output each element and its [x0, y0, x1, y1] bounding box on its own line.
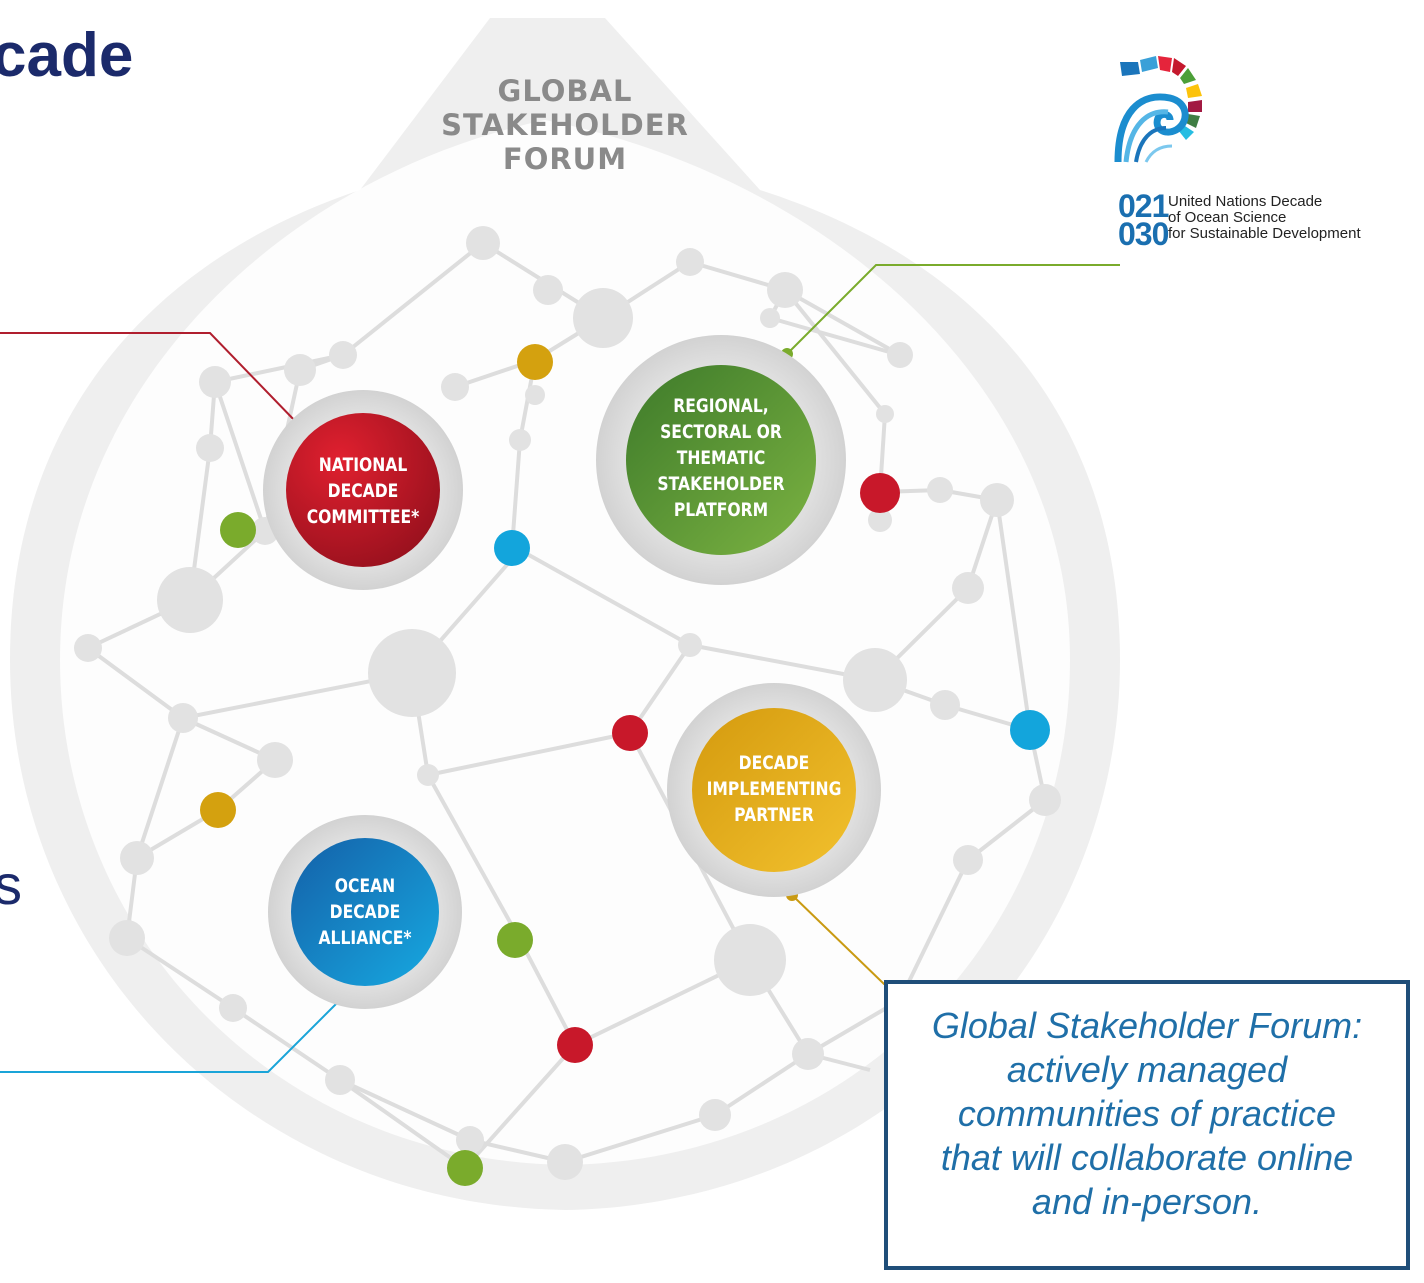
implementing-node — [692, 708, 856, 872]
logo-text-line: United Nations Decade — [1168, 193, 1323, 210]
forum-description-callout: Global Stakeholder Forum: actively manag… — [884, 980, 1410, 1270]
forum-label-line: STAKEHOLDER — [441, 108, 689, 142]
accent-dot — [494, 530, 530, 566]
node-label-line: PLATFORM — [673, 499, 769, 521]
regional-node-label: REGIONAL, SECTORAL OR THEMATIC STAKEHOLD… — [635, 393, 807, 523]
stakeholder-nodes — [263, 335, 881, 1009]
connector-national — [0, 332, 299, 425]
callout-line: that will collaborate online — [940, 1137, 1354, 1178]
accent-dot — [1010, 710, 1050, 750]
forum-label-line: FORUM — [502, 142, 628, 176]
callout-line: actively managed — [1006, 1049, 1288, 1090]
node-label-line: PARTNER — [734, 804, 814, 826]
node-label-line: DECADE — [329, 901, 401, 923]
implementing-node-label: DECADE IMPLEMENTING PARTNER — [692, 750, 856, 828]
logo-year-start: 021 — [1118, 188, 1169, 224]
regional-node — [626, 365, 816, 555]
logo-years: 021 030 — [1118, 188, 1169, 252]
alliance-node-label: OCEAN DECADE ALLIANCE* — [291, 873, 439, 951]
alliance-node — [291, 838, 439, 986]
accent-dot — [497, 922, 533, 958]
national-node — [286, 413, 440, 567]
ocean-decade-logo: 021 030 United Nations Decade of Ocean S… — [1110, 52, 1420, 250]
accent-dot — [447, 1150, 483, 1186]
node-label-line: OCEAN — [334, 875, 396, 897]
node-label-line: COMMITTEE* — [306, 506, 420, 528]
connector-alliance — [0, 981, 359, 1073]
node-label-line: DECADE — [738, 752, 810, 774]
logo-text-line: of Ocean Science — [1168, 209, 1287, 226]
connector-regional — [786, 264, 1120, 355]
forum-label-line: GLOBAL — [497, 74, 633, 108]
node-label-line: ALLIANCE* — [318, 927, 412, 949]
node-label-line: NATIONAL — [318, 454, 408, 476]
forum-label: GLOBAL STAKEHOLDER FORUM — [420, 74, 710, 176]
node-label-line: REGIONAL, — [673, 395, 769, 417]
accent-dot — [200, 792, 236, 828]
node-label-line: THEMATIC — [676, 447, 766, 469]
accent-dot — [612, 715, 648, 751]
national-node-label: NATIONAL DECADE COMMITTEE* — [289, 452, 437, 530]
accent-dot — [517, 344, 553, 380]
callout-line: communities of practice — [957, 1093, 1337, 1134]
callout-line: and in-person. — [1031, 1181, 1263, 1222]
node-label-line: DECADE — [327, 480, 399, 502]
node-label-line: SECTORAL OR — [660, 421, 782, 443]
accent-dot — [860, 473, 900, 513]
accent-dots — [200, 344, 1050, 1186]
un-ocean-decade-wave-icon — [1114, 56, 1202, 163]
accent-dot — [220, 512, 256, 548]
node-label-line: STAKEHOLDER — [657, 473, 785, 495]
logo-year-end: 030 — [1118, 216, 1169, 252]
logo-text: United Nations Decade of Ocean Science f… — [1168, 194, 1361, 242]
node-label-line: IMPLEMENTING — [706, 778, 842, 800]
page-title: cade — [0, 21, 134, 90]
cut-off-text: s — [0, 853, 22, 916]
callout-line: Global Stakeholder Forum: — [931, 1005, 1363, 1046]
logo-text-line: for Sustainable Development — [1168, 225, 1361, 242]
accent-dot — [557, 1027, 593, 1063]
